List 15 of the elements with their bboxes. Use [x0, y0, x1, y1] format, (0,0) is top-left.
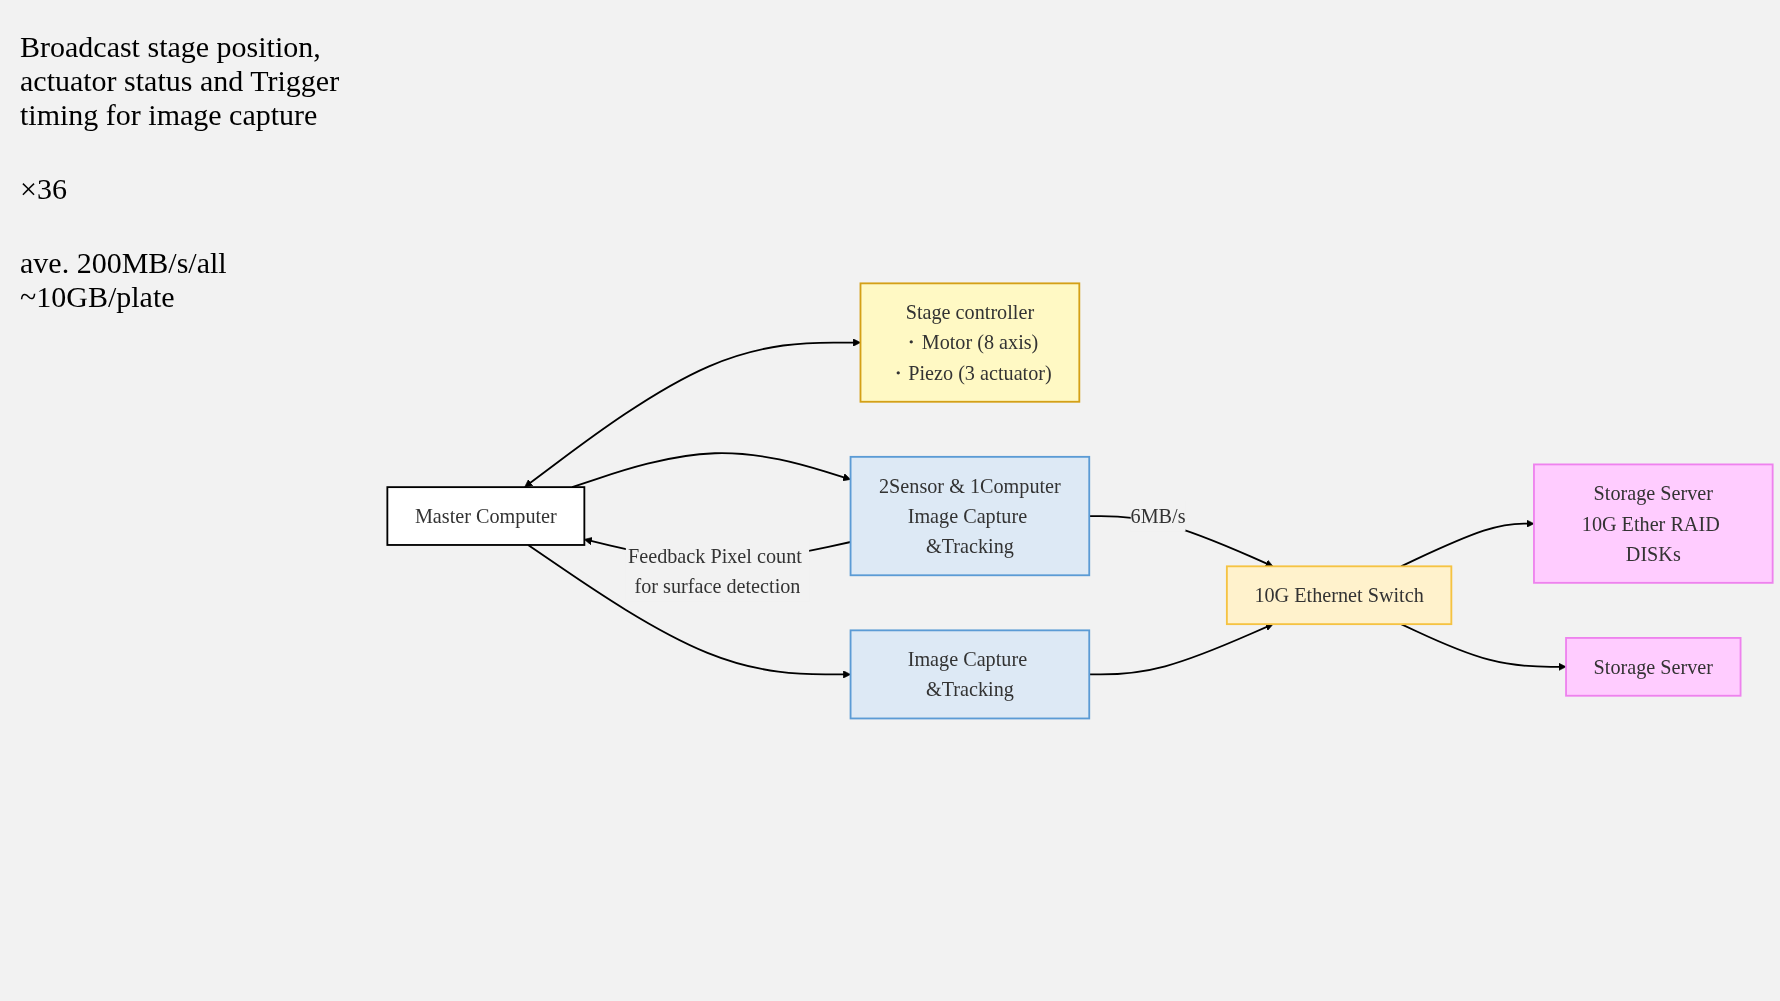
node-box: Stage controller ・Motor (8 axis) ・Piezo (3 actuator) [859, 282, 1081, 403]
note-text: ×36 [20, 172, 68, 206]
node-box: Image Capture &Tracking [849, 629, 1091, 719]
arrow [527, 543, 851, 679]
arrow [524, 338, 861, 487]
edge-label: 6MB/s [1130, 504, 1186, 528]
arrow [1400, 622, 1567, 671]
node-box: Storage Server 10G Ether RAID DISKs [1533, 463, 1774, 584]
node-box: 2Sensor & 1Computer Image Capture &Tracking [849, 455, 1091, 576]
note-text: Broadcast stage position, actuator status and Trigger timing for image capture [20, 30, 341, 132]
node-box: Master Computer [386, 485, 586, 546]
node-box: Storage Server [1565, 636, 1742, 697]
note-text: ave. 200MB/s/all ~10GB/plate [20, 246, 228, 314]
edge-label: Feedback Pixel count for surface detection [628, 543, 802, 598]
node-box: 10G Ethernet Switch [1225, 565, 1453, 625]
